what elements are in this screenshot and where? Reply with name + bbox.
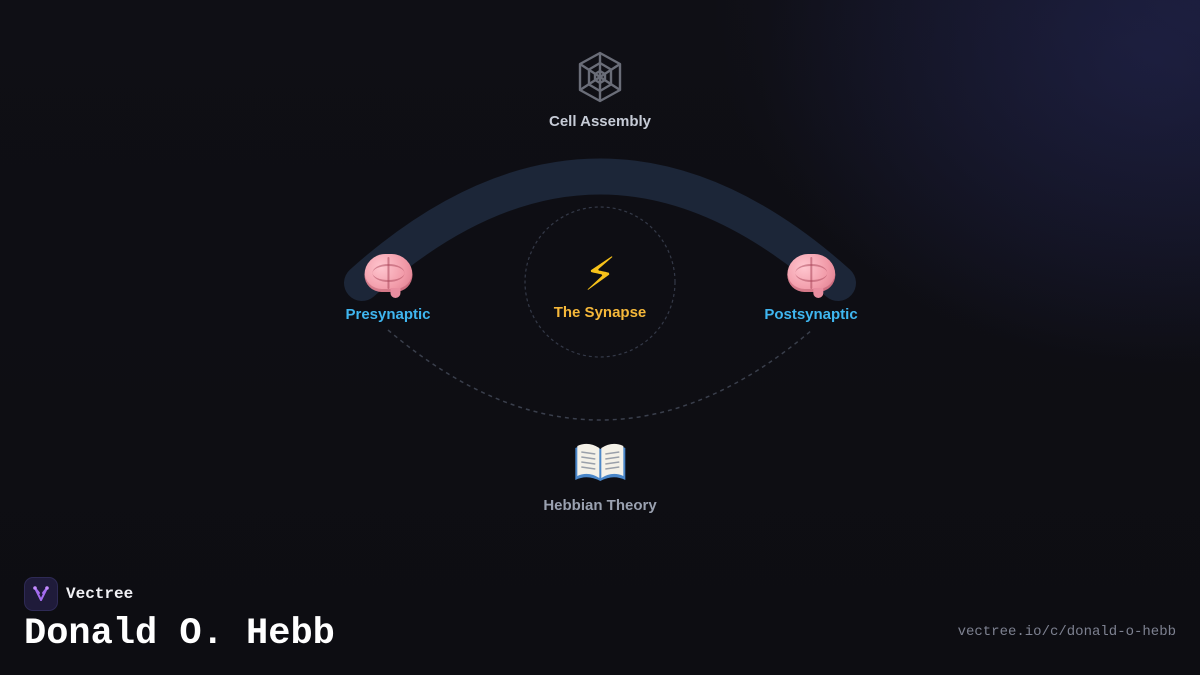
brand-name: Vectree bbox=[66, 585, 134, 603]
spider-web-icon bbox=[549, 50, 651, 107]
open-book-icon bbox=[543, 440, 656, 489]
node-postsynaptic: Postsynaptic bbox=[764, 250, 858, 323]
synapse-label: The Synapse bbox=[553, 304, 647, 321]
vectree-logo-icon bbox=[24, 577, 58, 611]
brain-icon bbox=[783, 250, 839, 300]
node-synapse: ⚡ The Synapse bbox=[554, 248, 647, 321]
cell-assembly-label: Cell Assembly bbox=[549, 113, 651, 130]
lower-connection-arc bbox=[387, 329, 813, 421]
page-url[interactable]: vectree.io/c/donald-o-hebb bbox=[957, 624, 1176, 640]
brain-icon bbox=[360, 250, 416, 300]
node-hebbian-theory: Hebbian Theory bbox=[543, 440, 657, 514]
presynaptic-label: Presynaptic bbox=[345, 306, 431, 323]
high-voltage-icon: ⚡ bbox=[583, 247, 617, 301]
page-title: Donald O. Hebb bbox=[24, 613, 335, 655]
node-cell-assembly: Cell Assembly bbox=[549, 50, 651, 130]
brand[interactable]: Vectree bbox=[24, 577, 133, 611]
postsynaptic-label: Postsynaptic bbox=[764, 306, 858, 323]
node-presynaptic: Presynaptic bbox=[345, 250, 431, 323]
hebbian-theory-label: Hebbian Theory bbox=[543, 497, 657, 514]
upper-connection-arc bbox=[344, 158, 856, 301]
synapse-ring bbox=[524, 206, 676, 358]
